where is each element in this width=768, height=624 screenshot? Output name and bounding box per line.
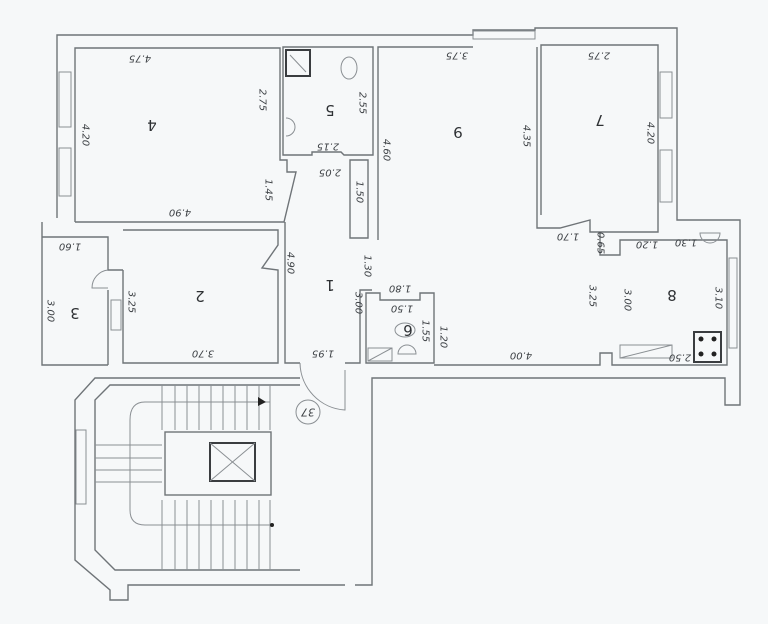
dimension-labels: 4.75 4.20 2.75 1.45 4.90 2.55 2.15 2.05 … (45, 50, 724, 363)
dim: 1.30 (362, 255, 373, 277)
dim: 1.55 (420, 320, 431, 342)
dim: 3.00 (622, 289, 633, 311)
dim: 3.25 (126, 291, 137, 313)
dim: 1.60 (59, 241, 81, 252)
dim: 1.70 (557, 231, 579, 242)
elevator-icon (209, 442, 256, 482)
dim: 1.20 (438, 326, 449, 348)
dim: 3.70 (192, 348, 214, 359)
room-labels: 4 5 9 7 3 2 1 6 8 37 (70, 101, 677, 419)
dim: 2.75 (257, 89, 268, 111)
dim: 3.00 (353, 292, 364, 314)
room-label-1: 1 (325, 276, 335, 294)
shower-icon (285, 49, 311, 77)
dim: 4.90 (285, 252, 296, 274)
dim: 4.00 (510, 350, 532, 361)
walls (41, 27, 741, 601)
dim: 2.50 (669, 352, 691, 363)
dim: 4.20 (80, 124, 91, 146)
stairwell (74, 377, 345, 601)
dim: 1.20 (636, 239, 658, 250)
dim: 2.55 (357, 92, 368, 114)
dim: 3.00 (45, 300, 56, 322)
room-label-5: 5 (325, 101, 335, 119)
dim: 4.35 (521, 125, 532, 147)
dim: 1.45 (263, 179, 274, 201)
room-label-7: 7 (595, 111, 605, 129)
dim: 1.50 (391, 303, 413, 314)
dim: 4.60 (381, 139, 392, 161)
stove-icon (693, 331, 722, 363)
room-label-3: 3 (70, 304, 80, 322)
sink-icon (285, 117, 296, 137)
section-marker (295, 399, 321, 425)
dim: 1.30 (675, 237, 697, 248)
dim: 1.95 (312, 348, 334, 359)
dim: 4.90 (169, 207, 191, 218)
dim: 2.75 (588, 50, 610, 61)
dim: 3.10 (713, 287, 724, 309)
dim: 0.65 (595, 232, 606, 254)
section-number: 37 (301, 406, 315, 419)
dim: 1.80 (389, 283, 411, 294)
dim: 4.20 (645, 122, 656, 144)
dim: 3.25 (587, 285, 598, 307)
sink-icon (699, 232, 721, 244)
dim: 2.05 (319, 167, 341, 178)
toilet-icon (340, 56, 358, 80)
dim: 4.75 (129, 53, 151, 64)
room-label-6: 6 (403, 321, 413, 339)
dim: 2.15 (317, 141, 339, 152)
windows (58, 30, 738, 505)
room-label-4: 4 (147, 116, 157, 134)
room-label-9: 9 (453, 123, 463, 141)
dim: 1.50 (354, 181, 365, 203)
dim: 3.75 (446, 50, 468, 61)
room-label-8: 8 (667, 286, 677, 304)
room-label-2: 2 (195, 287, 205, 305)
